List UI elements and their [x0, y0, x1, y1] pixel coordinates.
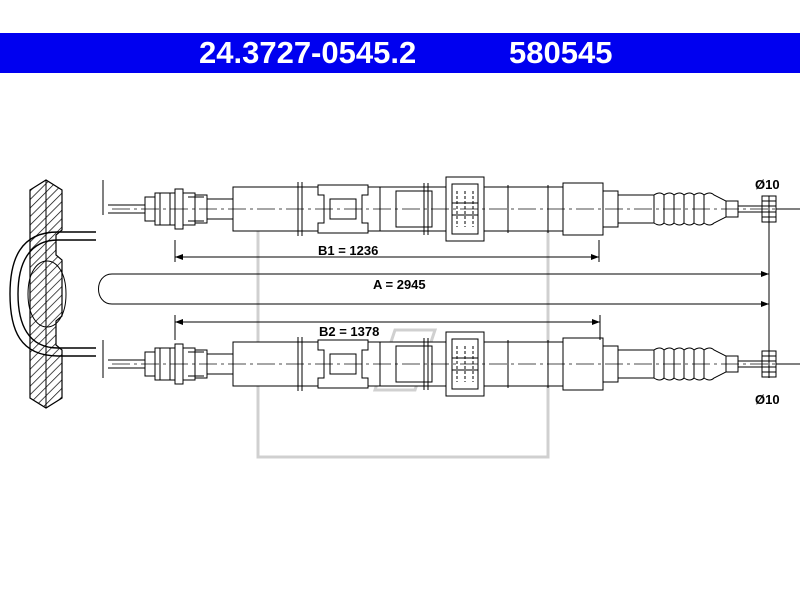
dimension-b1-label: B1 = 1236	[318, 243, 378, 258]
dimension-b1: B1 = 1236	[174, 240, 600, 262]
title-bar: 24.3727-0545.2 580545	[0, 33, 800, 73]
mounting-bracket	[9, 179, 96, 409]
reference-number: 580545	[509, 35, 613, 70]
upper-cable	[107, 176, 800, 242]
lower-cable	[107, 331, 800, 397]
dimension-a-label: A = 2945	[373, 277, 426, 292]
dimension-b2: B2 = 1378	[174, 315, 601, 340]
dimension-b2-label: B2 = 1378	[319, 324, 379, 339]
diameter-label-top: Ø10	[755, 177, 780, 192]
part-number: 24.3727-0545.2	[199, 35, 417, 70]
dimension-a: A = 2945	[98, 271, 769, 307]
diameter-label-bottom: Ø10	[755, 392, 780, 407]
